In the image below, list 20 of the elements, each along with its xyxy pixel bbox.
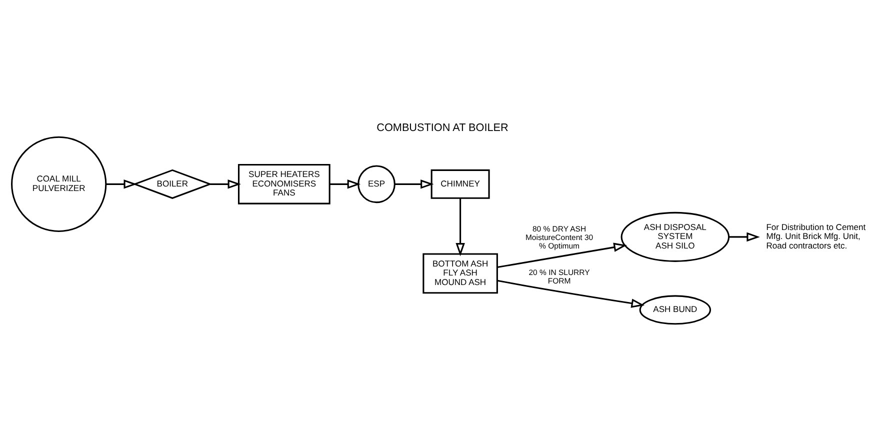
edge-label: 20 % IN SLURRY FORM [528, 267, 590, 286]
node-text: For Distribution to Cement Mfg. Unit Brick Mfg. Unit, Road contractors etc. [766, 221, 866, 250]
node-diamond: BOILER [132, 168, 212, 198]
node-box: CHIMNEY [430, 168, 490, 198]
node-box: SUPER HEATERS ECONOMISERS FANS [238, 163, 330, 204]
node-ellipse: ASH DISPOSAL SYSTEM ASH SILO [620, 211, 730, 262]
node-box: BOTTOM ASH FLY ASH MOUND ASH [422, 252, 498, 294]
node-circle: COAL MILL PULVERIZER [11, 136, 107, 232]
diagram-title: COMBUSTION AT BOILER [376, 121, 508, 134]
edge-label: 80 % DRY ASH MoistureContent 30 % Optimum [525, 224, 594, 250]
node-circle: ESP [358, 164, 396, 203]
arrow [330, 179, 361, 188]
arrow [106, 179, 137, 188]
arrow [456, 198, 465, 256]
arrow [394, 179, 434, 188]
arrow [497, 242, 627, 268]
node-ellipse: ASH BUND [639, 294, 712, 324]
arrow [497, 279, 645, 308]
arrow [210, 179, 241, 188]
arrow [729, 232, 760, 242]
